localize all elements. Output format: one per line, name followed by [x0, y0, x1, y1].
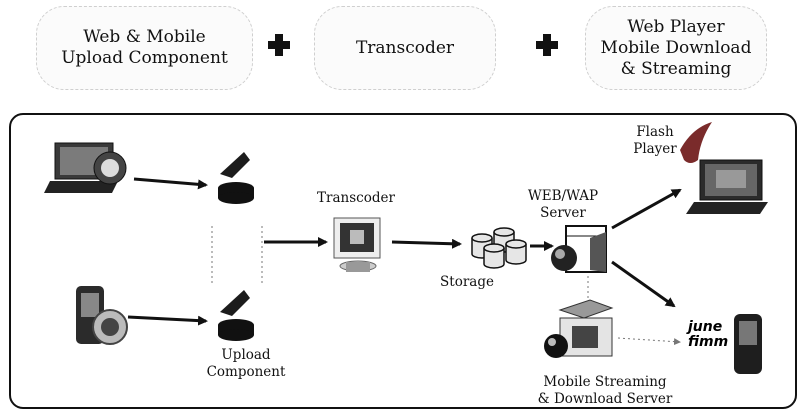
flash-laptop-icon [680, 122, 768, 214]
transcoder-pill: Transcoder [314, 6, 496, 90]
web-mobile-upload-pill: Web & Mobile Upload Component [36, 6, 253, 90]
web-player-pill: Web Player Mobile Download & Streaming [585, 6, 767, 90]
plus-icon [268, 34, 290, 56]
mobile-server-icon [544, 299, 614, 358]
transcoder-label: Transcoder [317, 190, 395, 206]
flow-arrows [127, 177, 682, 326]
laptop-icon [44, 142, 127, 193]
flash-player-label: Flash Player [633, 124, 677, 157]
storage-icon [471, 227, 527, 269]
dotted-connectors [211, 226, 681, 346]
mobile-streaming-server-label: Mobile Streaming & Download Server [537, 374, 673, 407]
june-fimm-label: june fimm [688, 319, 729, 350]
upload-component-label: Upload Component [206, 347, 286, 380]
architecture-panel [9, 113, 797, 409]
upload-component-icon [218, 290, 254, 341]
upload-component-icon [218, 152, 254, 204]
transcoder-computer-icon [333, 217, 381, 272]
web-wap-server-label: WEB/WAP Server [527, 188, 599, 221]
phone-icon [76, 286, 128, 345]
web-server-icon [551, 225, 607, 273]
plus-icon [536, 34, 558, 56]
storage-label: Storage [440, 274, 494, 290]
june-phone-icon [734, 314, 762, 374]
